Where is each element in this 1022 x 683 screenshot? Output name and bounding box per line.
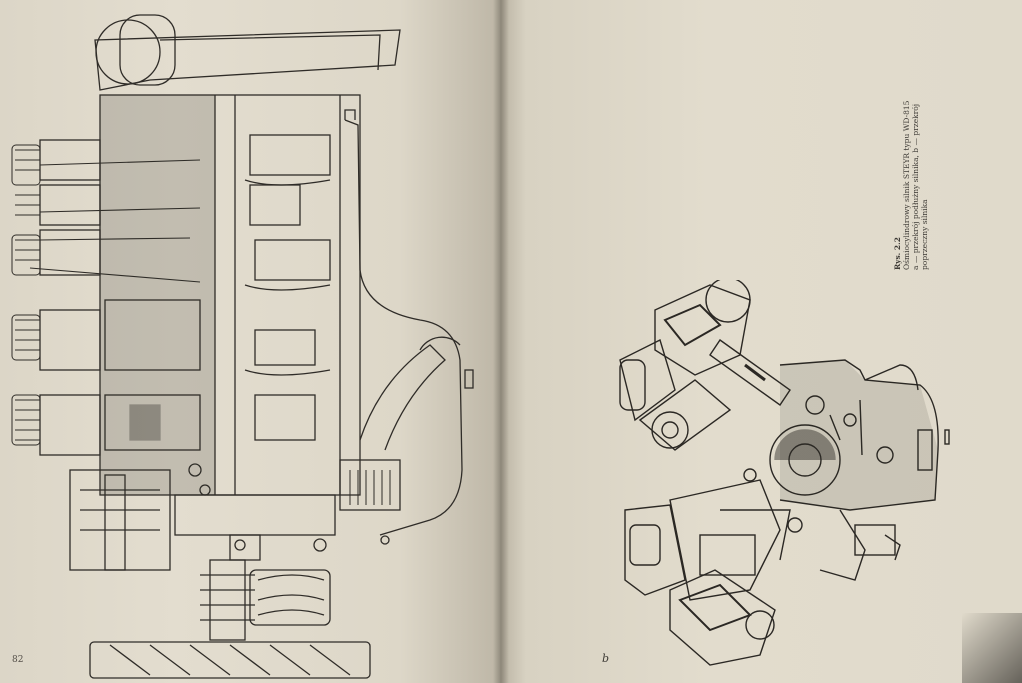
figure-caption: Rys. 2.2 Ośmiocylindrowy silnik STEYR ty… xyxy=(893,40,929,270)
engine-cross-section-drawing xyxy=(619,280,950,666)
book-edge-shadow xyxy=(962,613,1022,683)
figure-view-label-b: b xyxy=(602,652,610,665)
caption-line-1: Ośmiocylindrowy silnik STEYR typu WD-815 xyxy=(902,100,911,270)
caption-title: Rys. 2.2 xyxy=(893,237,902,270)
page-number: 82 xyxy=(12,655,24,665)
engine-longitudinal-section-drawing xyxy=(11,14,474,679)
caption-line-3: poprzeczny silnika xyxy=(920,199,929,270)
caption-line-2: a — przekrój podłużny silnika, b — przek… xyxy=(911,103,920,270)
left-page: 82 xyxy=(0,0,500,683)
book-gutter-shadow xyxy=(493,0,509,683)
right-page: b xyxy=(500,0,1022,683)
